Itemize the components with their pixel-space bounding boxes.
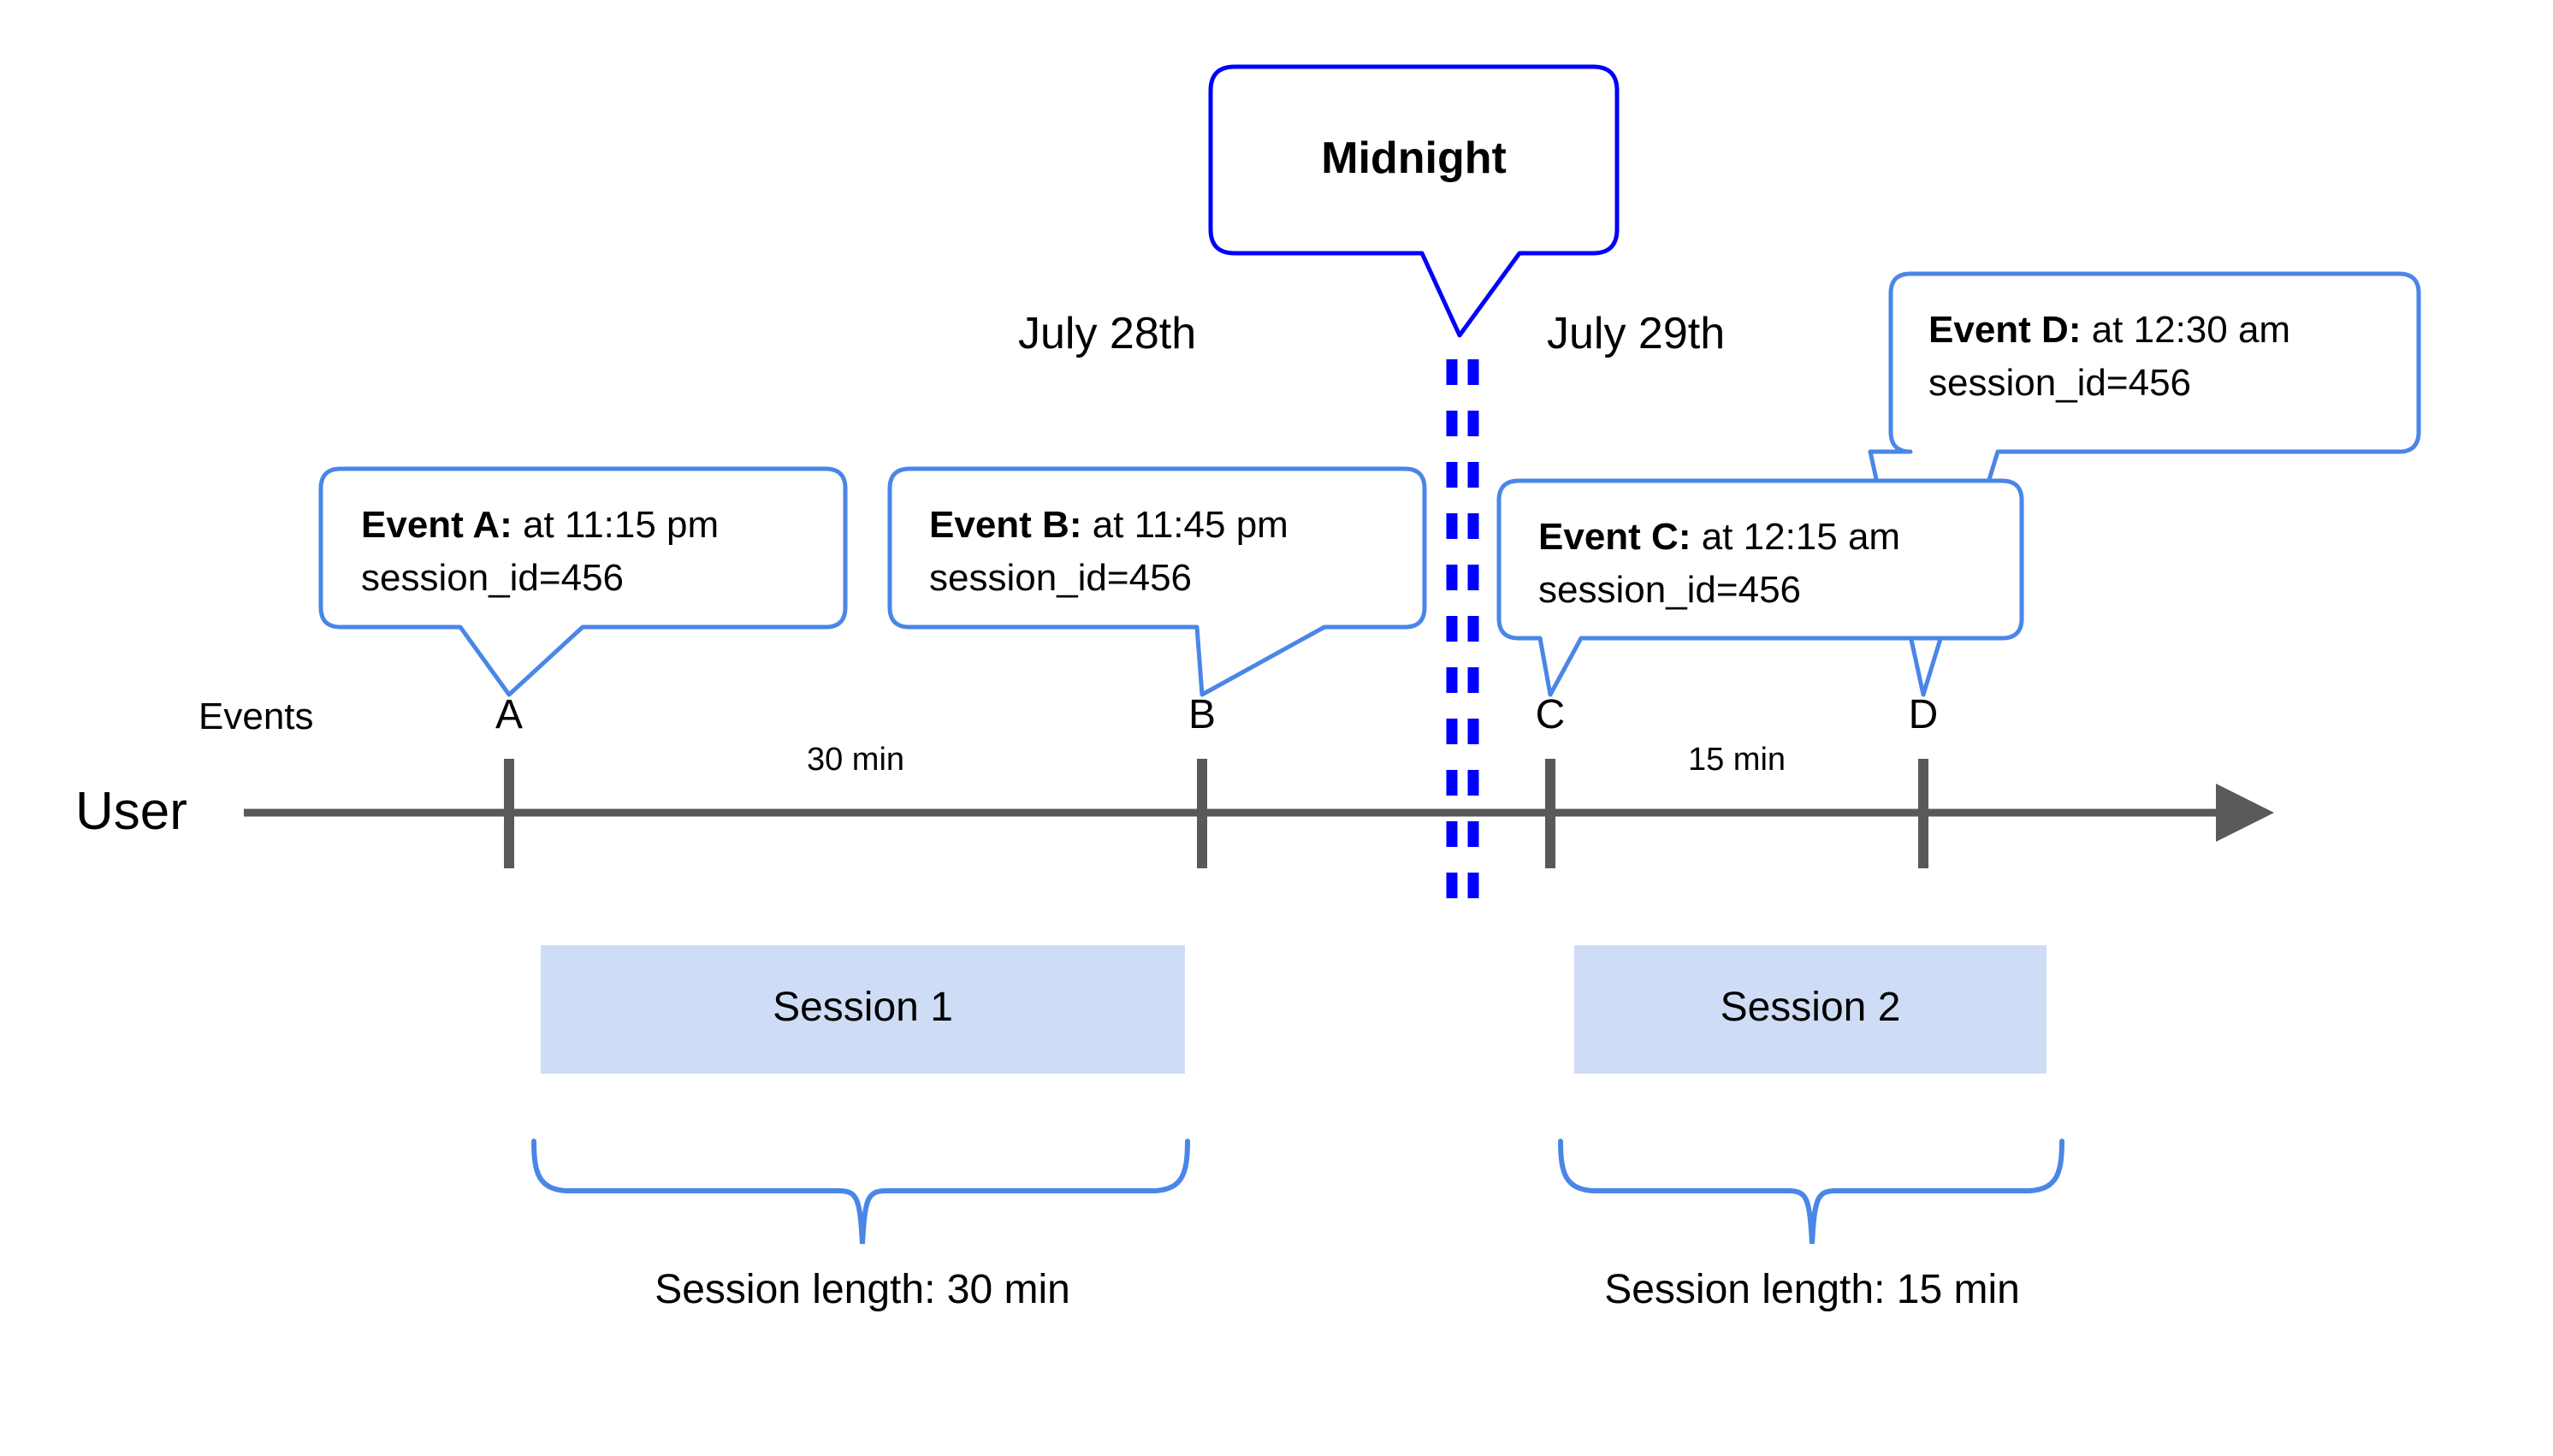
date-label-july-29: July 29th <box>1547 309 1726 358</box>
event-b-callout-line1: Event B: at 11:45 pm <box>929 501 1288 549</box>
date-label-july-28: July 28th <box>1018 309 1197 358</box>
event-c-callout-line2: session_id=456 <box>1538 569 1802 611</box>
midnight-callout-shape <box>1208 64 1620 338</box>
session-2-length-label: Session length: 15 min <box>1604 1267 2020 1312</box>
event-a-detail: at 11:15 pm <box>512 504 720 546</box>
event-d-callout-line1: Event D: at 12:30 am <box>1928 306 2290 354</box>
event-d-detail: at 12:30 am <box>2081 309 2291 351</box>
session-2-label: Session 2 <box>1720 985 1901 1030</box>
event-d-bold: Event D: <box>1928 309 2082 351</box>
event-c-callout-line1: Event C: at 12:15 am <box>1538 513 1900 561</box>
timeline-arrow-head <box>2216 784 2274 842</box>
event-a-callout-line1: Event A: at 11:15 pm <box>361 501 719 549</box>
event-c-bold: Event C: <box>1538 516 1691 558</box>
event-marker-b: B <box>1188 692 1216 737</box>
row-label-events: Events <box>198 695 314 737</box>
event-a-bold: Event A: <box>361 504 512 546</box>
session-1-length-label: Session length: 30 min <box>655 1267 1070 1312</box>
event-a-callout-line2: session_id=456 <box>361 557 625 599</box>
event-b-detail: at 11:45 pm <box>1081 504 1288 546</box>
event-c-detail: at 12:15 am <box>1691 516 1901 558</box>
duration-label-30min: 30 min <box>806 742 905 778</box>
duration-label-15min: 15 min <box>1687 742 1786 778</box>
event-marker-d: D <box>1908 692 1939 737</box>
event-b-callout-line2: session_id=456 <box>929 557 1193 599</box>
session-1-brace <box>531 1139 1190 1245</box>
session-2-brace <box>1558 1139 2064 1245</box>
midnight-label: Midnight <box>1321 133 1507 183</box>
event-marker-c: C <box>1535 692 1566 737</box>
event-marker-a: A <box>495 692 523 737</box>
session-1-label: Session 1 <box>773 985 953 1030</box>
row-label-user: User <box>75 782 187 841</box>
event-b-bold: Event B: <box>929 504 1082 546</box>
event-d-callout-line2: session_id=456 <box>1928 362 2192 404</box>
